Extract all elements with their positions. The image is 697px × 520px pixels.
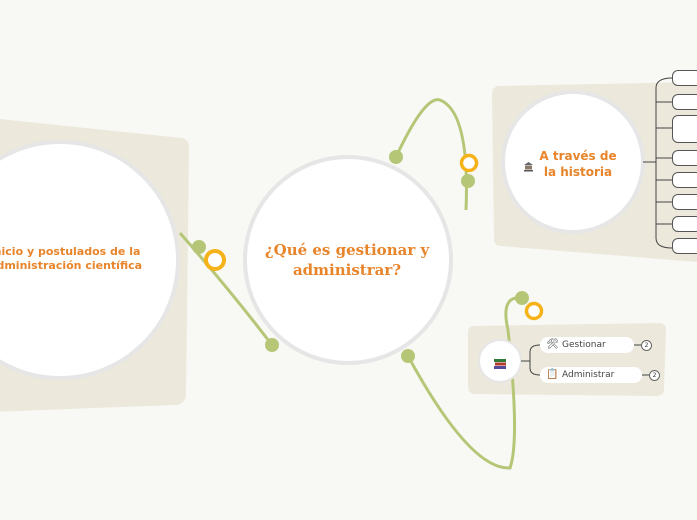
history-child-node[interactable] — [672, 194, 697, 210]
history-child-node[interactable] — [672, 238, 697, 254]
left-topic-title[interactable]: Inicio y postulados de la Administración… — [0, 245, 143, 272]
center-topic-circle[interactable] — [243, 155, 453, 365]
history-child-node[interactable] — [672, 150, 697, 166]
history-topic-title[interactable]: A través de la historia — [539, 149, 617, 179]
subtopic-label: Gestionar — [562, 340, 606, 350]
left-topic-circle[interactable] — [0, 140, 180, 380]
books-icon — [493, 355, 507, 369]
connector-dot — [265, 338, 279, 352]
connector-dot — [461, 174, 475, 188]
books-tree-lines — [521, 344, 649, 376]
tools-icon: 🛠 — [546, 339, 559, 350]
clipboard-icon: 📋 — [546, 369, 559, 380]
connector-left — [178, 232, 274, 346]
museum-icon — [523, 157, 534, 172]
history-child-node[interactable] — [672, 172, 697, 188]
history-child-node[interactable] — [672, 216, 697, 232]
connector-books — [406, 296, 523, 470]
subtopic-gestionar[interactable]: 🛠 Gestionar — [540, 337, 634, 353]
collapse-toggle-history[interactable] — [459, 153, 479, 173]
child-count-badge[interactable]: 2 — [649, 370, 660, 381]
connector-dot — [389, 150, 403, 164]
subtopic-label: Administrar — [562, 370, 615, 380]
collapse-toggle-left[interactable] — [204, 249, 226, 271]
history-tree-lines — [643, 77, 673, 249]
connector-dot — [401, 349, 415, 363]
subtopic-administrar[interactable]: 📋 Administrar — [540, 367, 642, 383]
history-child-node[interactable] — [672, 70, 697, 86]
history-child-node[interactable] — [672, 115, 697, 143]
connector-dot — [515, 291, 529, 305]
collapse-toggle-books[interactable] — [524, 301, 544, 321]
center-topic-title[interactable]: ¿Qué es gestionar y administrar? — [264, 241, 430, 279]
child-count-badge[interactable]: 2 — [641, 340, 652, 351]
connector-dot — [192, 240, 206, 254]
history-child-node[interactable] — [672, 94, 697, 110]
